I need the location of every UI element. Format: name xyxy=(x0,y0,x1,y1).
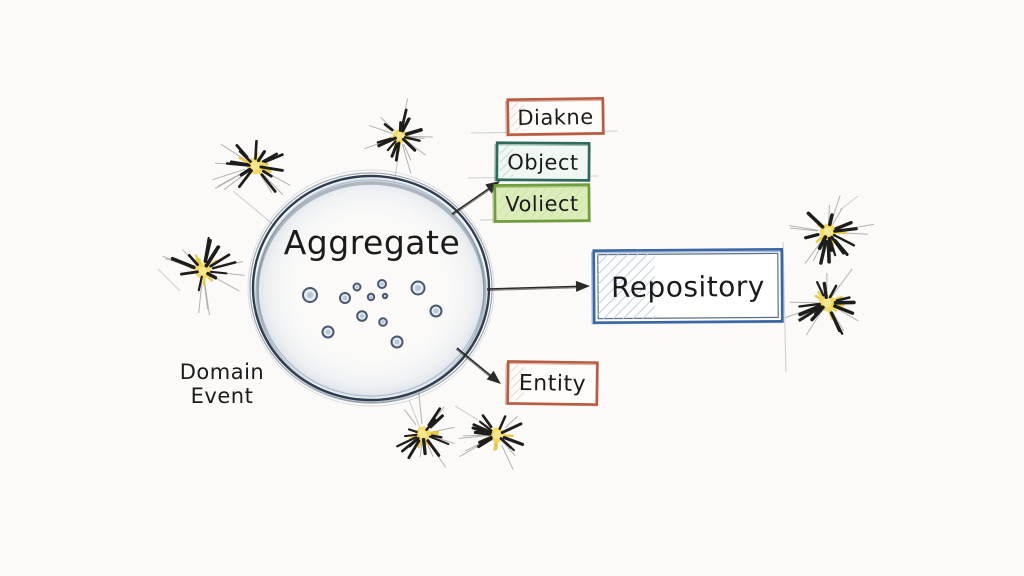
entity-dot xyxy=(377,279,387,289)
repository-box: Repository xyxy=(591,248,784,325)
entity-dot xyxy=(381,292,389,300)
value-object-box-2-label: Object xyxy=(507,150,579,174)
starburst-icon xyxy=(396,392,455,468)
entity-dot xyxy=(366,292,376,302)
pencil-line xyxy=(839,195,859,211)
arrow xyxy=(486,280,590,292)
starburst-icon xyxy=(364,98,433,174)
repository-box-label: Repository xyxy=(611,270,765,304)
starburst-icon xyxy=(162,236,245,316)
entity-box-label: Entity xyxy=(519,371,587,397)
pencil-line xyxy=(393,157,399,185)
value-object-box-3-label: Voliect xyxy=(505,192,579,217)
starburst-icon xyxy=(789,195,874,265)
domain-event-label-line1: Domain xyxy=(180,360,265,384)
entity-dot xyxy=(339,292,351,304)
entity-dot xyxy=(356,310,368,322)
value-object-box-1-label: Diakne xyxy=(517,105,594,130)
starburst-icon xyxy=(785,268,859,336)
arrowhead-icon xyxy=(486,370,501,384)
entity-box: Entity xyxy=(505,360,599,407)
entity-dot xyxy=(302,287,318,303)
entity-dot xyxy=(378,317,388,327)
entity-dot xyxy=(410,280,426,296)
starburst-icon xyxy=(212,139,291,196)
value-object-box-1: Diakne xyxy=(505,97,605,137)
entity-dot xyxy=(429,304,443,318)
starburst-icon xyxy=(458,414,525,470)
domain-event-label-line2: Event xyxy=(191,384,254,408)
arrow xyxy=(455,347,501,384)
aggregate-entity-dots xyxy=(302,279,443,349)
value-object-box-3: Voliect xyxy=(492,183,591,224)
entity-dot xyxy=(390,335,404,349)
pencil-line xyxy=(408,399,421,429)
arrowhead-icon xyxy=(575,280,590,292)
aggregate-circle xyxy=(247,169,495,407)
pencil-line xyxy=(157,268,181,292)
starbursts-layer xyxy=(162,98,874,470)
entity-dot xyxy=(321,325,335,339)
value-object-box-2: Object xyxy=(494,141,591,182)
entity-dot xyxy=(352,282,362,292)
aggregate-label: Aggregate xyxy=(284,223,461,262)
pencil-line xyxy=(782,241,787,373)
